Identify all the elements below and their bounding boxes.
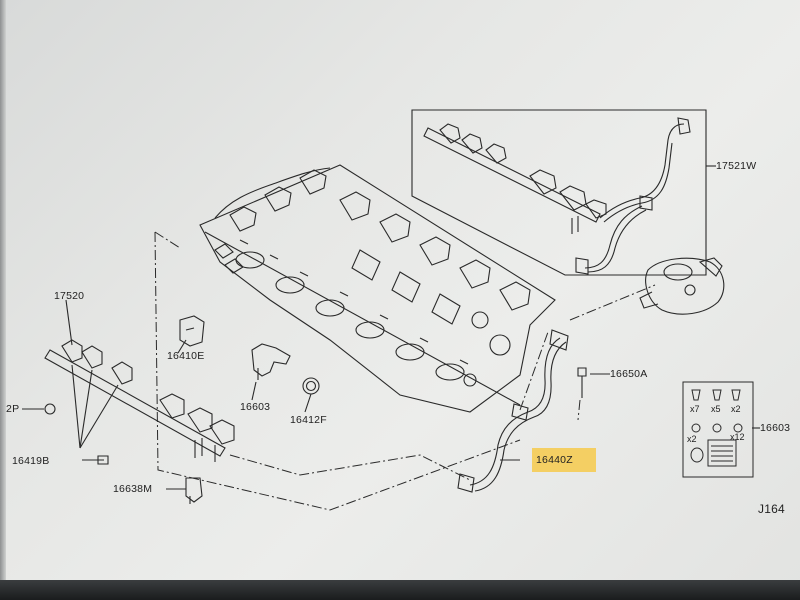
injector-part (251, 343, 291, 380)
kit-count: x12 (730, 432, 745, 442)
label-injector[interactable]: 16603 (240, 401, 271, 413)
fuel-pump (639, 257, 725, 315)
inset-fuel-rail (423, 117, 691, 275)
monitor-bezel-left (0, 0, 6, 600)
label-rail-left[interactable]: 17520 (54, 290, 85, 302)
kit-count: x5 (711, 404, 721, 414)
label-seal[interactable]: 16412F (290, 414, 327, 426)
kit-count: x2 (731, 404, 741, 414)
label-injector-bottom[interactable]: 16638M (113, 483, 153, 495)
fuel-rail-left (44, 339, 235, 462)
monitor-bezel-bottom (0, 580, 800, 600)
label-sheet-code: J164 (758, 502, 785, 516)
cylinder-head (199, 164, 556, 413)
label-rail-assembly[interactable]: 17521W (716, 160, 757, 172)
label-bolt-rail[interactable]: 16419B (12, 455, 50, 467)
injector-bottom-part (185, 477, 203, 504)
bolt-part (577, 367, 587, 398)
bolt-rail-part (82, 455, 109, 465)
label-kit[interactable]: 16603 (760, 422, 791, 434)
seal-kit-box (682, 381, 754, 478)
fuel-pipe (457, 329, 569, 493)
seal-ring (302, 377, 320, 395)
cap-part (44, 403, 56, 415)
label-bracket[interactable]: 16410E (167, 350, 205, 362)
bracket-part (179, 315, 205, 347)
highlight-marker (532, 448, 596, 472)
label-pipe[interactable]: 16440Z (536, 454, 573, 466)
kit-count: x7 (690, 404, 700, 414)
label-bolt-pump[interactable]: 16650A (610, 368, 648, 380)
kit-count: x2 (687, 434, 697, 444)
inset-box (411, 109, 707, 276)
